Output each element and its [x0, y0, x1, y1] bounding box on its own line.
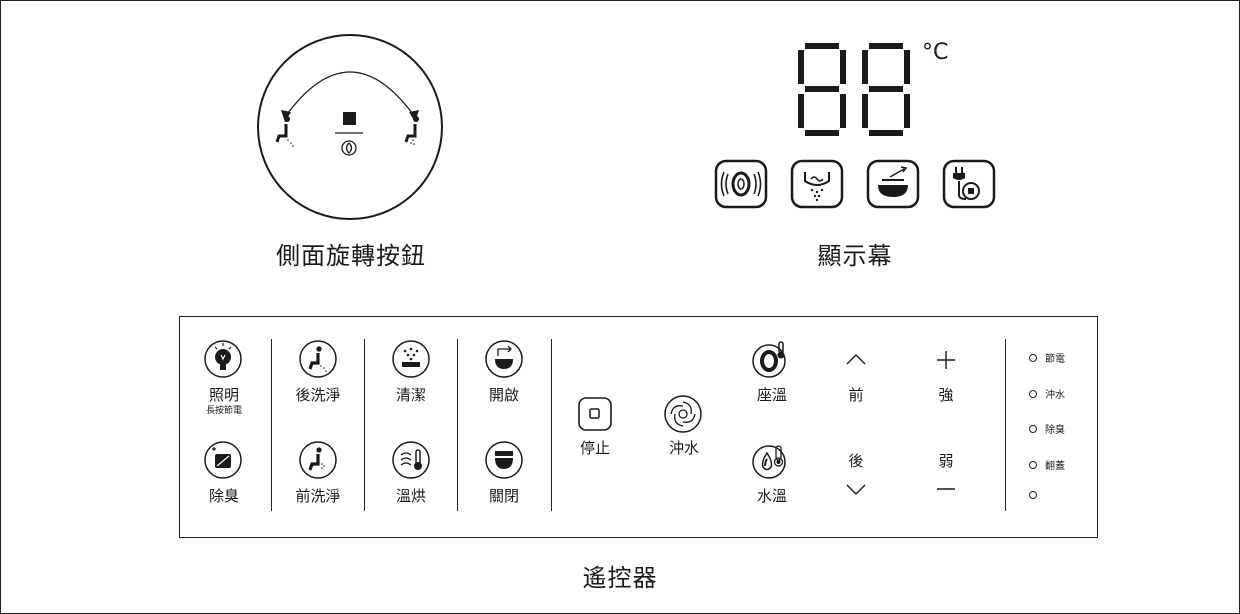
forward-button[interactable] — [844, 350, 868, 368]
clean-label: 清潔 — [395, 386, 426, 404]
open-lid-button[interactable] — [484, 339, 524, 379]
seat-temp-button[interactable] — [751, 339, 791, 379]
deodorize-button[interactable] — [203, 440, 243, 480]
chevron-up-icon — [846, 354, 866, 365]
warm-dry-button[interactable] — [391, 440, 431, 480]
rear-wash-button[interactable] — [298, 339, 338, 379]
flush-button[interactable] — [663, 394, 703, 434]
clean-button[interactable] — [391, 339, 431, 379]
indicator-power-save: 節電 — [1029, 350, 1065, 365]
lid-icon — [866, 159, 920, 209]
indicator-deodorize: 除臭 — [1029, 421, 1065, 436]
stop-button[interactable] — [577, 396, 613, 432]
power-icon — [942, 159, 996, 209]
display-caption: 顯示幕 — [817, 242, 893, 270]
chevron-down-icon — [846, 484, 866, 495]
rear-wash-label: 後洗淨 — [295, 386, 341, 404]
front-wash-icon — [404, 116, 419, 145]
deodorize-label: 除臭 — [208, 487, 239, 505]
separator — [457, 339, 458, 511]
indicator-dot — [1029, 460, 1037, 469]
strong-button[interactable] — [935, 349, 957, 371]
water-temp-button[interactable] — [751, 440, 791, 480]
indicator-dot — [1029, 491, 1037, 499]
indicator-label: 沖水 — [1045, 390, 1065, 401]
indicator-dot — [1029, 353, 1037, 362]
water-temp-label: 水溫 — [756, 487, 787, 505]
plus-icon — [937, 351, 955, 369]
flush-label: 沖水 — [668, 439, 699, 457]
indicator-blank — [1029, 491, 1045, 499]
light-sublabel: 長按節電 — [205, 406, 242, 416]
front-wash-label: 前洗淨 — [295, 487, 341, 505]
indicator-label: 節電 — [1045, 354, 1065, 365]
stop-square-icon — [343, 112, 356, 125]
separator — [551, 339, 552, 511]
indicator-flush: 沖水 — [1029, 386, 1065, 401]
knob-caption: 側面旋轉按鈕 — [276, 242, 426, 270]
weak-label: 弱 — [938, 452, 954, 470]
remote-caption: 遙控器 — [582, 564, 658, 592]
light-button[interactable] — [203, 339, 243, 379]
indicator-dot — [1029, 389, 1037, 398]
separator — [1005, 339, 1006, 511]
backward-button[interactable] — [844, 480, 868, 498]
separator — [364, 339, 365, 511]
seat-temp-label: 座溫 — [756, 386, 787, 404]
stop-label: 停止 — [579, 439, 610, 457]
separator — [271, 339, 272, 511]
close-lid-button[interactable] — [484, 440, 524, 480]
rear-wash-icon — [275, 116, 294, 147]
remote-panel — [179, 316, 1098, 538]
open-label: 開啟 — [488, 386, 519, 404]
arrow-arc-icon — [281, 71, 419, 122]
indicator-lid: 翻蓋 — [1029, 457, 1065, 472]
indicator-label: 除臭 — [1045, 425, 1065, 436]
close-label: 關閉 — [488, 487, 519, 505]
backward-label: 後 — [848, 452, 864, 470]
light-label: 照明 — [208, 386, 239, 404]
forward-label: 前 — [848, 386, 864, 404]
temperature-digits — [798, 43, 910, 136]
front-wash-button[interactable] — [298, 440, 338, 480]
weak-button[interactable] — [935, 478, 957, 500]
indicator-dot — [1029, 424, 1037, 433]
temperature-unit: °C — [922, 40, 949, 65]
side-knob[interactable] — [255, 32, 445, 222]
warm-dry-label: 溫烘 — [395, 487, 426, 505]
strong-label: 強 — [938, 386, 954, 404]
indicator-label: 翻蓋 — [1045, 461, 1065, 472]
dryer-icon — [790, 159, 844, 209]
flush-swirl-icon — [341, 140, 357, 156]
seat-heat-icon — [714, 159, 768, 209]
